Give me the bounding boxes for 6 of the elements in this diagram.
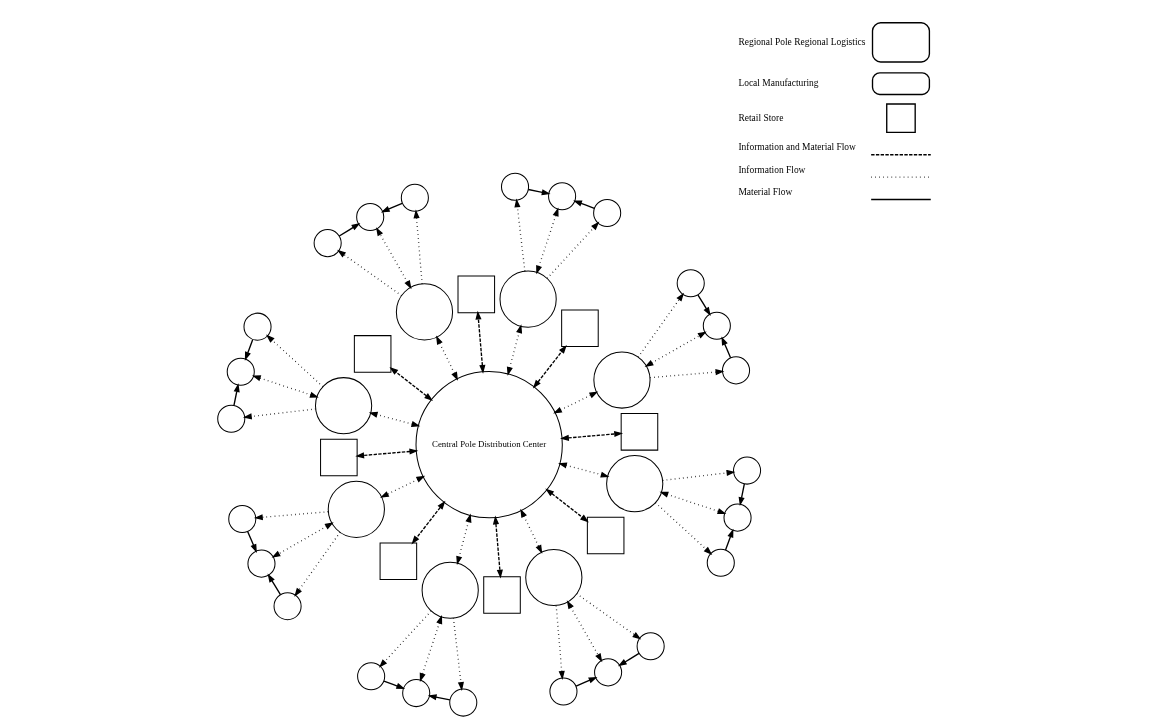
legend-label: Information and Material Flow <box>738 142 856 153</box>
legend-label: Local Manufacturing <box>738 78 819 89</box>
legend-label: Material Flow <box>738 186 793 197</box>
legend-label: Regional Pole Regional Logistics <box>738 36 866 47</box>
legend-label: Retail Store <box>738 112 784 123</box>
legend-label: Information Flow <box>738 164 806 175</box>
